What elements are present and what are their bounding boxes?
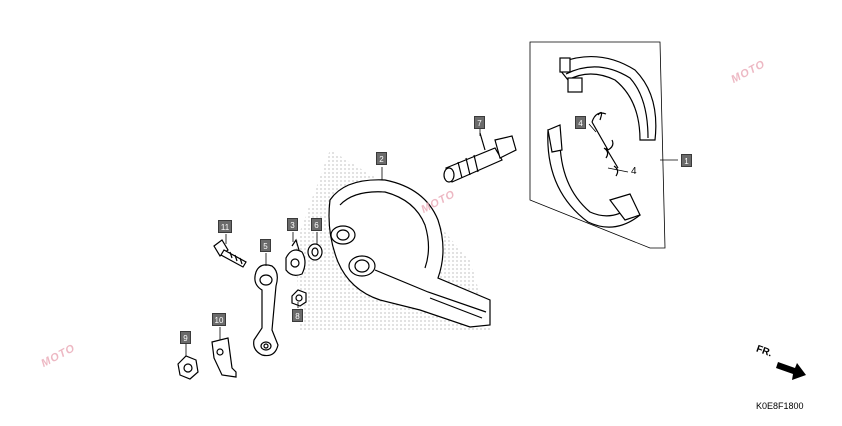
callout-4[interactable]: 4 (575, 116, 586, 129)
brake-shoes-drawing (547, 56, 657, 228)
bolt-drawing (213, 239, 247, 268)
callout-9[interactable]: 9 (180, 331, 191, 344)
plain-label-4: 4 (631, 166, 637, 177)
callout-11[interactable]: 11 (218, 220, 232, 233)
seal-drawing (307, 243, 323, 261)
callout-10[interactable]: 10 (212, 313, 226, 326)
callout-3[interactable]: 3 (287, 218, 298, 231)
callout-7[interactable]: 7 (474, 116, 485, 129)
diagram-code: K0E8F1800 (756, 401, 804, 411)
leader-lines (185, 123, 629, 356)
front-direction-arrow-icon (776, 362, 806, 380)
callout-5[interactable]: 5 (260, 239, 271, 252)
brake-cam-drawing (443, 132, 517, 183)
brake-arm-drawing (253, 264, 279, 357)
flange-nut-drawing (177, 355, 199, 380)
bracket-drawing (211, 337, 237, 378)
small-nut-drawing (291, 289, 307, 307)
brake-panel-drawing (328, 179, 491, 328)
wear-indicator-drawing (285, 238, 306, 276)
assembly-frame (529, 41, 666, 249)
callout-1[interactable]: 1 (681, 154, 692, 167)
callout-8[interactable]: 8 (292, 309, 303, 322)
callout-6[interactable]: 6 (311, 218, 322, 231)
callout-2[interactable]: 2 (376, 152, 387, 165)
